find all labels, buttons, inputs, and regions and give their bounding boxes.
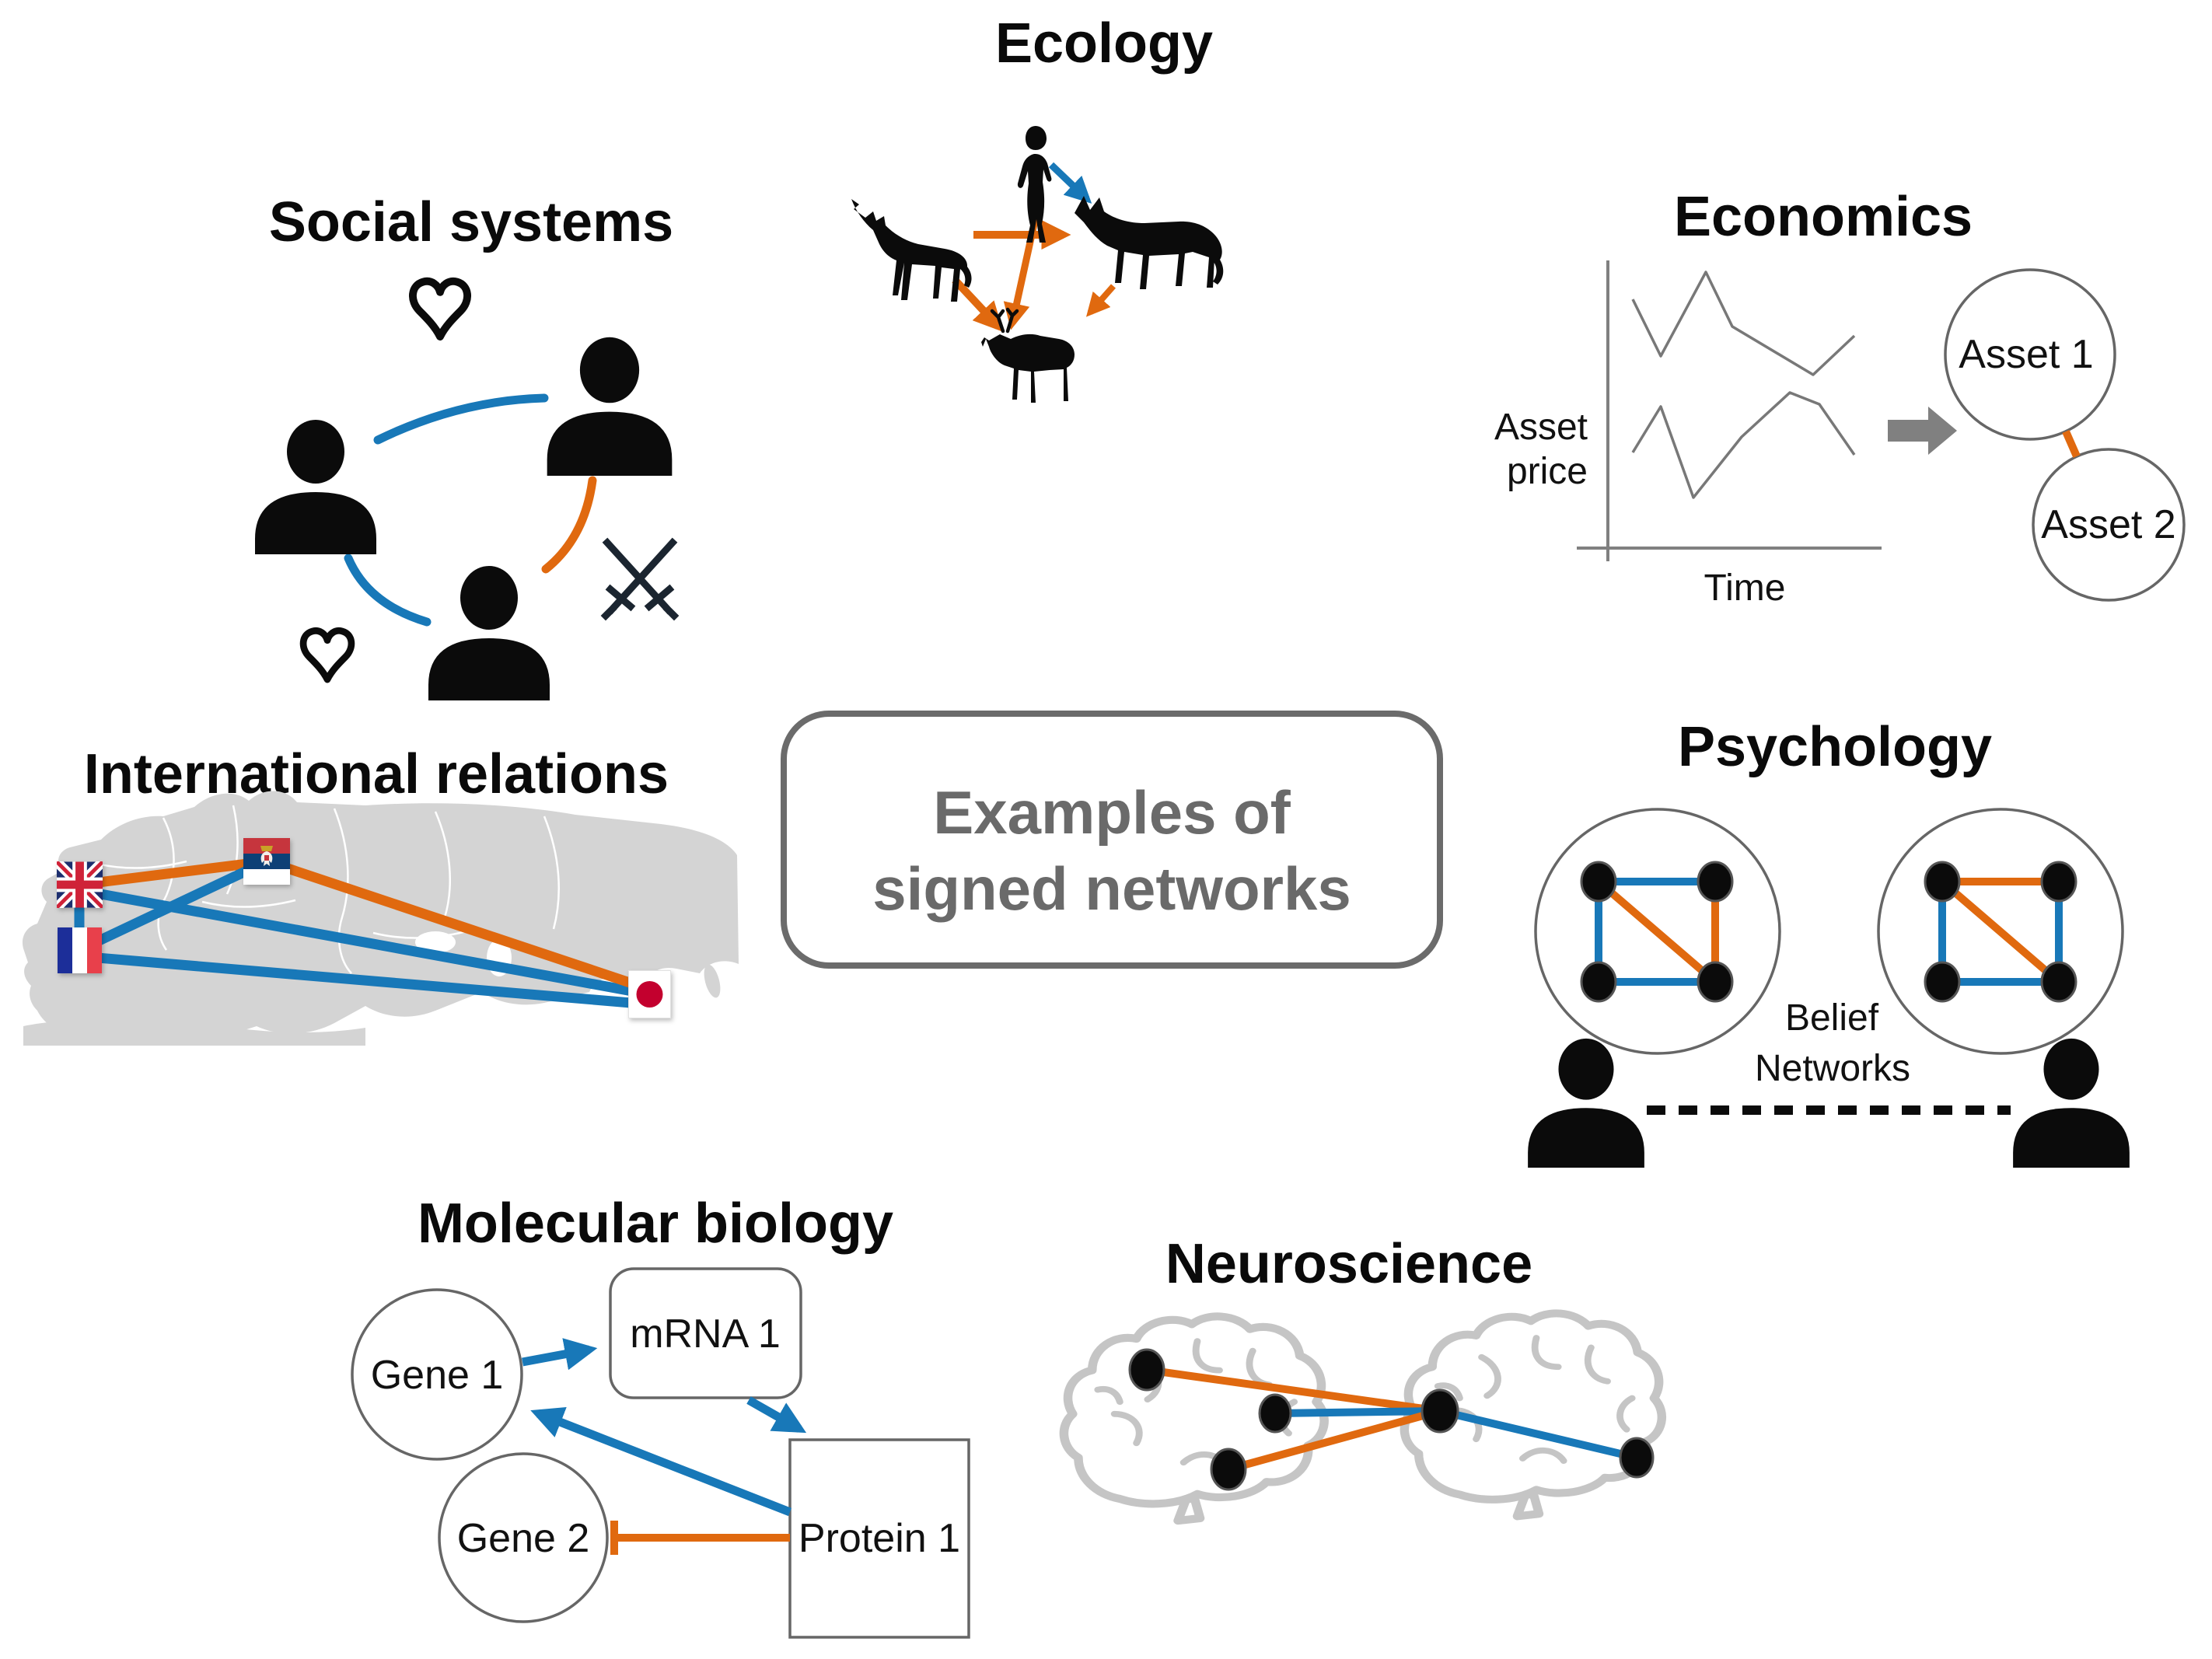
negative-edge-asset1-asset2: [2062, 429, 2081, 459]
negative-edge-neuron: [1146, 1366, 1441, 1415]
person-icon: [255, 420, 376, 554]
implies-arrow-icon: [1888, 407, 1957, 455]
positive-edge-france-japan: [79, 951, 650, 1010]
howling-wolf-icon: [851, 199, 972, 302]
belief-caption-line1: Belief: [1785, 997, 1879, 1039]
ecology-title: Ecology: [995, 12, 1213, 75]
belief-bubble-right: [1877, 808, 2124, 1055]
positive-edge-protein1-gene1: [530, 1406, 792, 1517]
price-series-line-2: [1631, 391, 1856, 499]
positive-edge-person1-person3: [344, 554, 432, 627]
y-axis-label-line2: price: [1507, 451, 1588, 492]
neuron-node: [1128, 1348, 1165, 1392]
neuroscience-title: Neuroscience: [1165, 1233, 1532, 1295]
negative-edge: [1595, 878, 1718, 985]
neuron-node: [1421, 1388, 1459, 1434]
belief-node: [1580, 861, 1617, 903]
negative-edge-uk-serbia: [79, 856, 267, 890]
center-title-line1: Examples of: [933, 778, 1291, 847]
belief-node: [1924, 961, 1961, 1003]
positive-edge-neuron: [1438, 1407, 1638, 1462]
molecular-biology-title: Molecular biology: [418, 1193, 893, 1255]
negative-edge: [1939, 878, 2062, 985]
panel-psychology: Psychology Belief Networks: [1528, 716, 2130, 1168]
heart-icon: [413, 281, 467, 337]
neuron-node: [1619, 1437, 1655, 1479]
serbia-flag-icon: [243, 838, 290, 885]
human-icon: [1017, 126, 1052, 243]
gene1-label: Gene 1: [371, 1353, 504, 1398]
center-title-line2: signed networks: [872, 854, 1351, 923]
positive-edge-gene1-mrna1: [521, 1338, 598, 1371]
international-relations-title: International relations: [84, 743, 669, 805]
person-icon: [2013, 1038, 2130, 1168]
negative-inhibition-edge-protein1-gene2: [610, 1521, 790, 1555]
crossed-swords-icon: [600, 537, 680, 621]
mrna1-label: mRNA 1: [630, 1311, 781, 1357]
economics-title: Economics: [1674, 186, 1973, 248]
belief-network-left: [1580, 861, 1734, 1003]
x-axis-label: Time: [1704, 568, 1786, 609]
negative-edge-wolf2-deer: [1085, 284, 1116, 317]
panel-neuroscience: Neuroscience: [1064, 1233, 1662, 1521]
psychology-title: Psychology: [1678, 716, 1992, 778]
positive-edge-france-serbia: [77, 857, 269, 955]
panel-economics: Economics Asset price Time Asset 1 Asset…: [1494, 186, 2186, 609]
france-flag-icon: [58, 927, 102, 973]
positive-edge-person1-person2: [373, 393, 549, 445]
belief-network-right: [1924, 861, 2077, 1003]
person-icon: [428, 566, 550, 700]
negative-edge-wolf-deer: [952, 277, 1004, 332]
asset2-node: [2032, 448, 2186, 602]
price-series-line-1: [1631, 271, 1856, 376]
asset2-label: Asset 2: [2041, 502, 2175, 547]
asset1-label: Asset 1: [1959, 332, 2093, 377]
panel-international-relations: International relations: [22, 743, 739, 1046]
rounded-box: [781, 711, 1443, 969]
belief-bubble-left: [1534, 808, 1781, 1055]
belief-node: [1697, 961, 1734, 1003]
belief-node: [1697, 861, 1734, 903]
protein1-label: Protein 1: [798, 1516, 960, 1561]
neuron-node: [1210, 1448, 1247, 1491]
negative-edge-neuron: [1227, 1407, 1441, 1473]
social-systems-title: Social systems: [269, 191, 673, 253]
belief-node: [1580, 961, 1617, 1003]
y-axis-label-line1: Asset: [1494, 407, 1588, 448]
gene2-label: Gene 2: [457, 1516, 590, 1561]
person-icon: [1528, 1038, 1644, 1168]
gene1-node: [351, 1288, 523, 1461]
neuron-node: [1258, 1393, 1292, 1434]
deer-icon: [981, 307, 1075, 403]
panel-ecology: Ecology: [851, 12, 1224, 403]
protein1-node: [788, 1438, 970, 1639]
belief-node: [2040, 861, 2077, 903]
negative-edge-serbia-japan: [264, 856, 646, 993]
japan-flag-icon: [628, 970, 671, 1018]
negative-edge-person2-person3: [541, 476, 597, 574]
positive-edge-mrna1-protein1: [746, 1396, 807, 1434]
person-icon: [547, 337, 673, 476]
panel-social-systems: Social systems: [255, 191, 680, 700]
belief-node: [2040, 961, 2077, 1003]
positive-edge-neuron: [1274, 1407, 1441, 1417]
heart-icon: [303, 630, 351, 679]
panel-molecular-biology: Molecular biology Gene 1 Gene 2 mRNA 1 P…: [351, 1193, 970, 1639]
uk-flag-icon: [57, 861, 103, 908]
belief-node: [1924, 861, 1961, 903]
belief-caption-line2: Networks: [1755, 1048, 1910, 1089]
asset1-node: [1944, 268, 2116, 441]
gene2-node: [438, 1452, 609, 1623]
walking-wolf-icon: [1075, 196, 1224, 289]
center-title-box: Examples of signed networks: [781, 711, 1443, 969]
mrna1-node: [609, 1267, 802, 1399]
positive-edge-human-wolf: [1048, 162, 1092, 204]
